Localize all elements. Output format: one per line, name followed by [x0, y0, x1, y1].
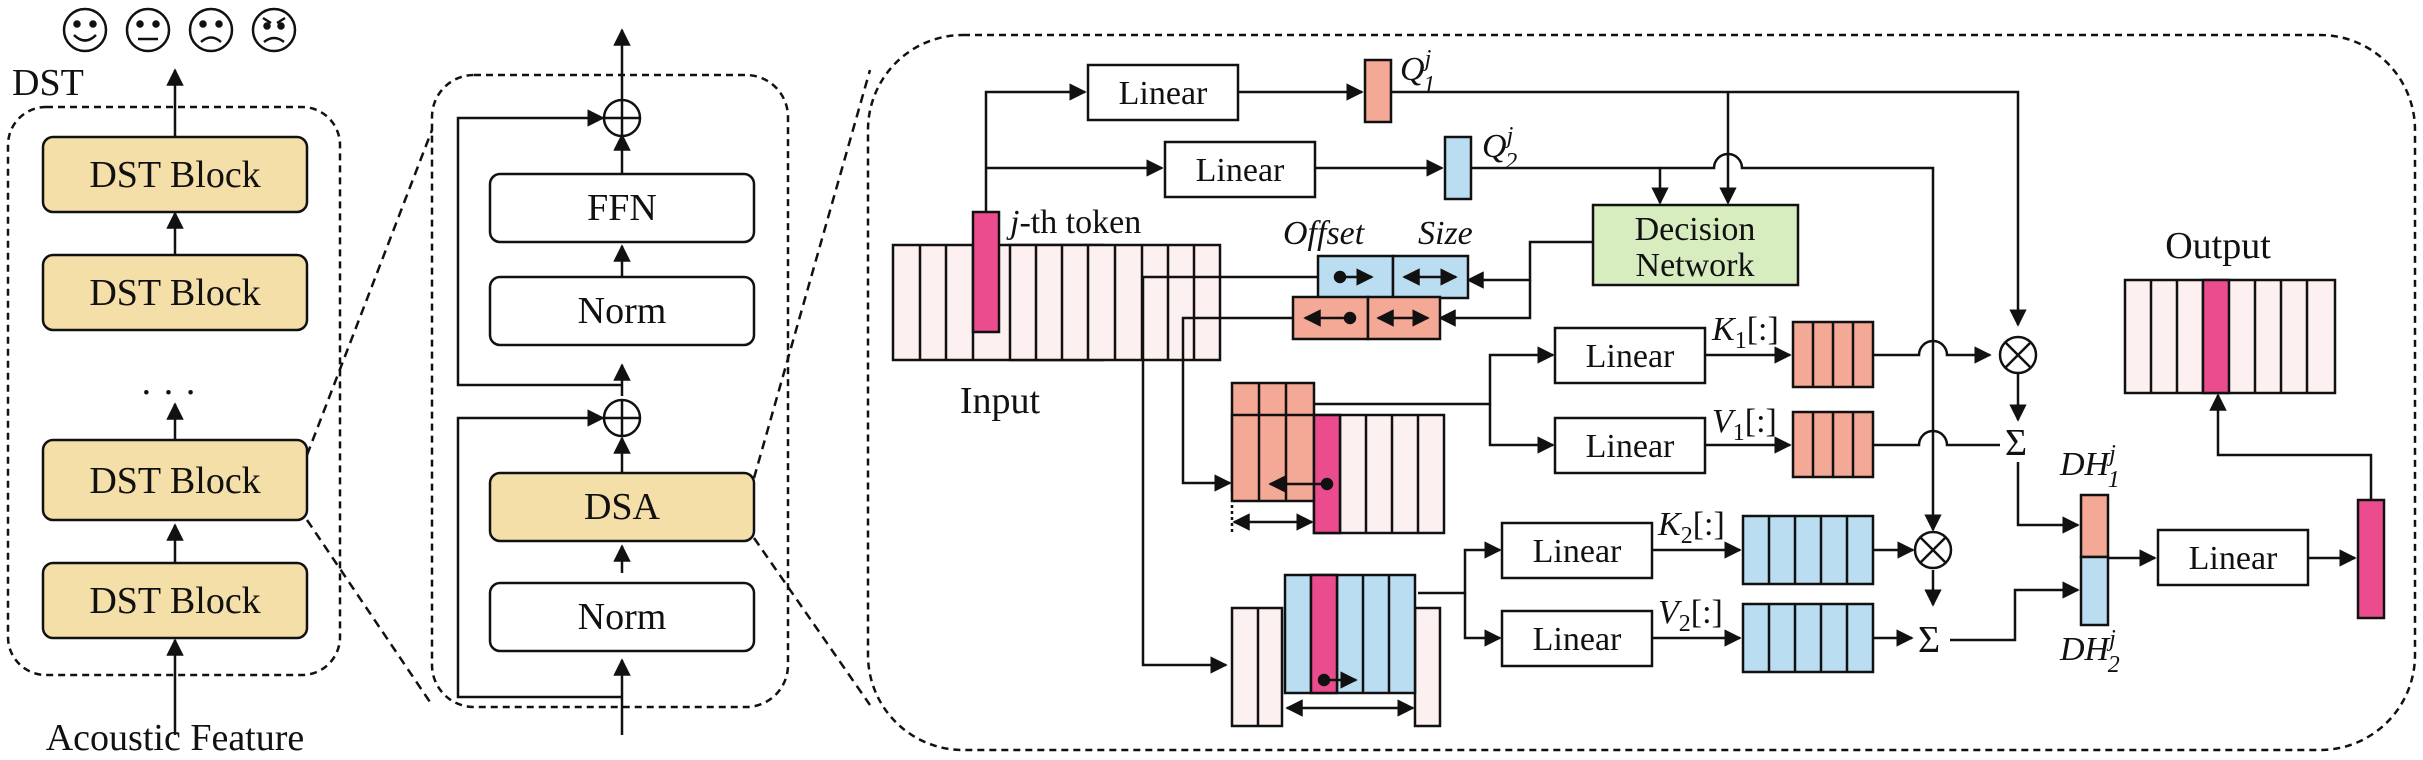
linear-v1-box: Linear — [1553, 416, 1707, 475]
emoji-row — [62, 7, 297, 53]
sad-face-icon — [188, 7, 234, 53]
svg-text:FFN: FFN — [587, 187, 657, 229]
jth-token-cell — [971, 210, 1001, 334]
q2-vector — [1443, 135, 1473, 201]
svg-text:Linear: Linear — [1533, 621, 1622, 658]
linear-k2-box: Linear — [1500, 521, 1654, 580]
dst-block-1: DST Block — [41, 135, 309, 214]
dsa-detail-frame — [866, 33, 2417, 752]
dst-block-4: DST Block — [41, 561, 309, 640]
svg-text:Norm: Norm — [578, 290, 667, 332]
k1-matrix — [1791, 320, 1875, 389]
decision-network-box: Decision Network — [1591, 203, 1800, 287]
v2-matrix — [1741, 602, 1875, 674]
svg-text:DST Block: DST Block — [89, 154, 260, 196]
linear-k1-box: Linear — [1553, 326, 1707, 385]
q1-vector — [1363, 58, 1393, 124]
input-label: Input — [960, 380, 1041, 422]
svg-text:DSA: DSA — [584, 486, 661, 528]
blue-sampled-sequence — [1230, 573, 1442, 728]
svg-text:Norm: Norm — [578, 596, 667, 638]
svg-text:DST Block: DST Block — [89, 460, 260, 502]
v1-label: V1[:] — [1712, 403, 1777, 446]
offset-size-red — [1291, 295, 1442, 341]
dst-block-2: DST Block — [41, 253, 309, 332]
svg-text:Network: Network — [1636, 247, 1755, 284]
happy-face-icon — [62, 7, 108, 53]
v1-matrix — [1791, 410, 1875, 479]
norm-bottom-box: Norm — [488, 581, 756, 653]
red-sampled-sequence — [1230, 381, 1446, 535]
svg-text:Linear: Linear — [1586, 428, 1675, 465]
dh2-vector — [2079, 555, 2110, 627]
k2-label: K2[:] — [1657, 506, 1725, 549]
dst-stack-frame — [6, 105, 342, 677]
sum-node-1: Σ — [2005, 422, 2027, 464]
dst-block-3: DST Block — [41, 438, 309, 522]
k1-label: K1[:] — [1711, 311, 1779, 354]
svg-text:Linear: Linear — [1196, 152, 1285, 189]
zoom-connectors-right — [752, 69, 872, 706]
output-sequence — [2123, 278, 2337, 395]
v2-label: V2[:] — [1658, 594, 1723, 637]
block-detail-frame — [430, 73, 790, 709]
jth-token-label: j-th token — [1006, 204, 1141, 241]
dst-title: DST — [12, 62, 84, 104]
offset-label: Offset — [1283, 215, 1366, 252]
multiply-node-1 — [1998, 335, 2038, 375]
input-sequence — [891, 210, 1222, 362]
output-token-vector — [2356, 498, 2386, 620]
dh1-vector — [2079, 493, 2110, 559]
acoustic-feature-label: Acoustic Feature — [46, 717, 305, 759]
svg-text:DST Block: DST Block — [89, 580, 260, 622]
svg-text:Linear: Linear — [1586, 338, 1675, 375]
ellipsis: · · · — [140, 372, 197, 414]
zoom-connectors-left — [305, 129, 434, 706]
ffn-box: FFN — [488, 172, 756, 244]
offset-size-blue — [1316, 254, 1470, 300]
norm-top-box: Norm — [488, 275, 756, 347]
neutral-face-icon — [125, 7, 171, 53]
svg-text:Linear: Linear — [1533, 533, 1622, 570]
multiply-node-2 — [1913, 530, 1953, 570]
angry-face-icon — [251, 7, 297, 53]
k2-matrix — [1741, 514, 1875, 586]
dsa-box: DSA — [488, 471, 756, 543]
sum-node-2: Σ — [1918, 619, 1940, 661]
add-node-bottom — [602, 398, 642, 438]
svg-text:Linear: Linear — [1119, 75, 1208, 112]
linear-v2-box: Linear — [1500, 609, 1654, 668]
middle-panel: FFN Norm DSA Norm — [430, 28, 790, 735]
svg-text:DST Block: DST Block — [89, 272, 260, 314]
linear-q1-box: Linear — [1086, 63, 1240, 122]
left-panel: DST · · · DST Block DST Block DST Block … — [6, 62, 342, 759]
add-node-top — [602, 98, 642, 138]
size-label: Size — [1418, 215, 1473, 252]
svg-text:Decision: Decision — [1635, 211, 1756, 248]
linear-q2-box: Linear — [1163, 140, 1317, 199]
linear-output-box: Linear — [2156, 528, 2310, 587]
svg-text:Linear: Linear — [2189, 540, 2278, 577]
output-label: Output — [2165, 225, 2271, 267]
